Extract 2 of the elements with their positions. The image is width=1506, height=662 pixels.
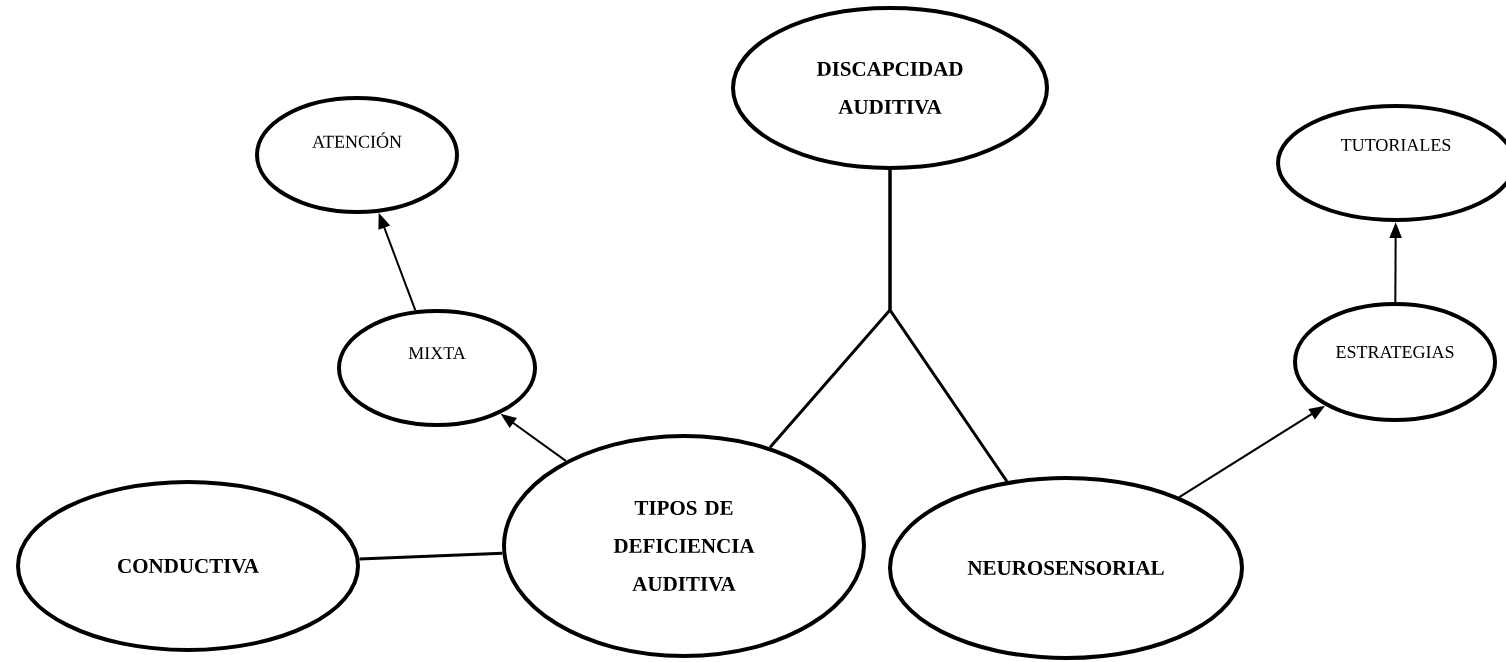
connector-line	[888, 170, 1009, 483]
connector-line	[359, 551, 503, 561]
